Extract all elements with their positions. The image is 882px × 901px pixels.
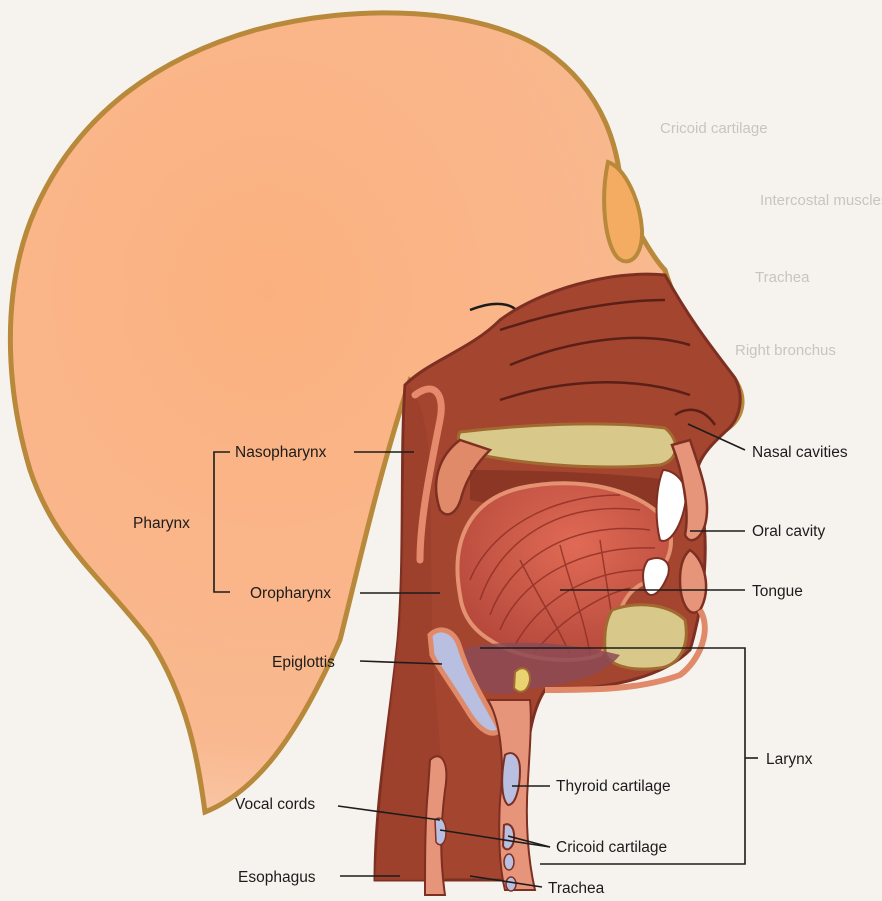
leader-nasal-cavities [688,424,745,450]
label-larynx: Larynx [766,751,813,768]
label-nasopharynx: Nasopharynx [235,444,327,461]
label-oral-cavity: Oral cavity [752,523,825,540]
label-nasal-cavities: Nasal cavities [752,444,848,461]
larynx-bracket [480,648,745,864]
leader-cricoid-cartilage-2 [440,830,550,847]
label-tongue: Tongue [752,583,803,600]
label-thyroid-cartilage: Thyroid cartilage [556,778,671,795]
leader-trachea [470,876,542,887]
label-trachea: Trachea [548,880,605,897]
leader-epiglottis [360,661,442,664]
label-cricoid-cartilage: Cricoid cartilage [556,839,667,856]
label-pharynx: Pharynx [133,515,190,532]
leader-vocal-cords [338,806,440,820]
label-oropharynx: Oropharynx [250,585,331,602]
pharynx-bracket [214,452,230,592]
label-esophagus: Esophagus [238,869,316,886]
label-vocal-cords: Vocal cords [235,796,315,813]
label-epiglottis: Epiglottis [272,654,335,671]
